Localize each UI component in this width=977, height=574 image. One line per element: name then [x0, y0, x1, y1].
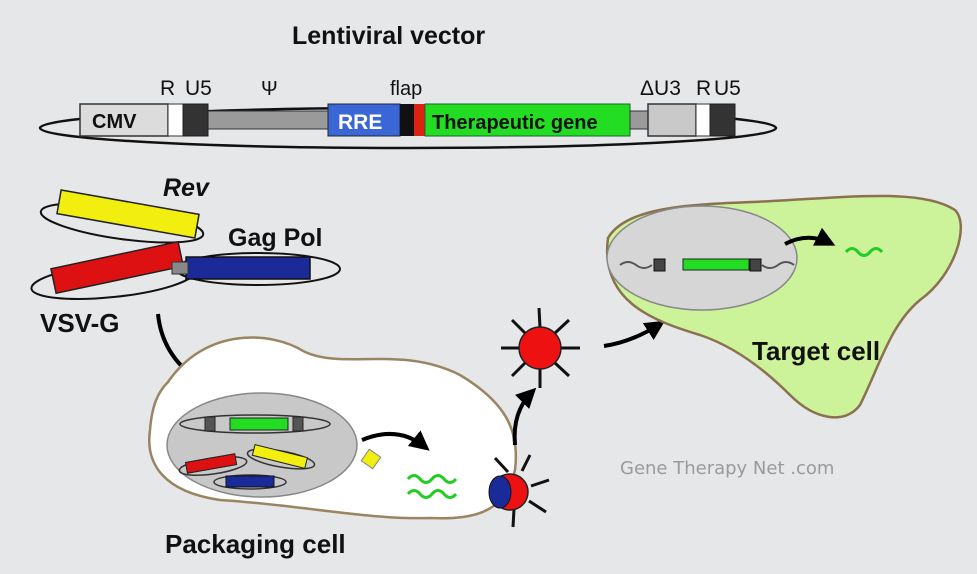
- r-left-segment: [167, 103, 184, 137]
- gag-pol-gene-bar: [185, 256, 311, 280]
- vector-connector-right: [629, 110, 649, 130]
- u5-left-segment: [182, 103, 209, 137]
- gag-pol-label: Gag Pol: [228, 224, 322, 252]
- nuclear-gagpol-bar: [225, 475, 275, 488]
- delta-u3-label: ΔU3: [640, 77, 681, 100]
- host-dna-left: [619, 261, 653, 269]
- r-right-segment: [695, 103, 711, 137]
- rev-label: Rev: [163, 174, 211, 202]
- watermark-text: Gene Therapy Net .com: [620, 458, 834, 479]
- nuclear-vector-gene: [229, 417, 289, 431]
- transcription-arrow: [361, 430, 430, 451]
- provirus-gene: [682, 258, 750, 271]
- target-nucleus: [606, 205, 798, 311]
- nuclear-vector-ring: [179, 414, 331, 434]
- nuclear-vector-ltr-right: [292, 416, 304, 432]
- rev-gene-bar: [56, 189, 200, 239]
- host-dna-right: [761, 261, 795, 269]
- packaging-cell-label: Packaging cell: [165, 529, 346, 559]
- vsv-g-label: VSV-G: [40, 308, 119, 338]
- rre-segment: [327, 103, 401, 137]
- rev-protein: [360, 448, 382, 470]
- u5-right-segment: [709, 103, 736, 137]
- provirus-ltr-right: [749, 258, 762, 272]
- rna-transcript-2: [406, 489, 458, 499]
- nuclear-vsvg-bar: [184, 453, 238, 474]
- rna-transcript-1: [406, 474, 458, 484]
- delta-u3-segment: [647, 103, 697, 137]
- free-virion-spikes: [501, 307, 580, 388]
- packaging-cell-group: [148, 336, 518, 520]
- integrated-provirus: [619, 258, 795, 272]
- therapeutic-gene-label: Therapeutic gene: [432, 112, 598, 134]
- flap-red-segment: [414, 104, 425, 136]
- diagram-title: Lentiviral vector: [292, 22, 485, 50]
- free-virion-envelope: [518, 326, 562, 370]
- provirus-ltr-left: [653, 258, 666, 272]
- release-arrow: [512, 387, 537, 446]
- nuclear-gagpol-ring: [213, 474, 287, 490]
- nuclear-helper-plasmids: [178, 444, 316, 490]
- cmv-segment: [79, 103, 169, 137]
- target-cell-label: Target cell: [752, 336, 880, 366]
- budding-virion-spikes: [493, 454, 550, 528]
- vector-linker-bar: [207, 110, 329, 130]
- u5-right-label: U5: [714, 77, 741, 100]
- cmv-label: CMV: [92, 111, 137, 133]
- psi-label: Ψ: [261, 78, 278, 100]
- nuclear-rev-bar: [251, 444, 309, 469]
- r-right-label: R: [696, 77, 711, 100]
- expression-arrow: [784, 227, 836, 246]
- budding-virion: [488, 454, 550, 528]
- target-rna-transcript: [844, 247, 884, 257]
- flap-label: flap: [390, 78, 422, 100]
- budding-virion-core: [488, 475, 512, 509]
- rre-label: RRE: [338, 111, 382, 134]
- free-virion: [501, 307, 580, 388]
- helper-plasmids: Rev VSV-G Gag Pol: [30, 174, 341, 338]
- vsv-g-gene-bar: [50, 240, 185, 295]
- u5-left-label: U5: [185, 77, 212, 100]
- nuclear-vector-ltr-left: [204, 416, 216, 432]
- target-cell-group: [605, 194, 963, 419]
- flap-black-segment: [400, 104, 414, 136]
- nuclear-vector-copy: [179, 414, 331, 434]
- transduction-arrow: [603, 320, 666, 348]
- lentiviral-vector-construct: CMV RRE Therapeutic gene R U5 Ψ flap ΔU3…: [38, 77, 778, 150]
- gag-pol-linker: [171, 261, 189, 275]
- r-left-label: R: [160, 77, 175, 100]
- packaging-rna-transcripts: [406, 474, 458, 499]
